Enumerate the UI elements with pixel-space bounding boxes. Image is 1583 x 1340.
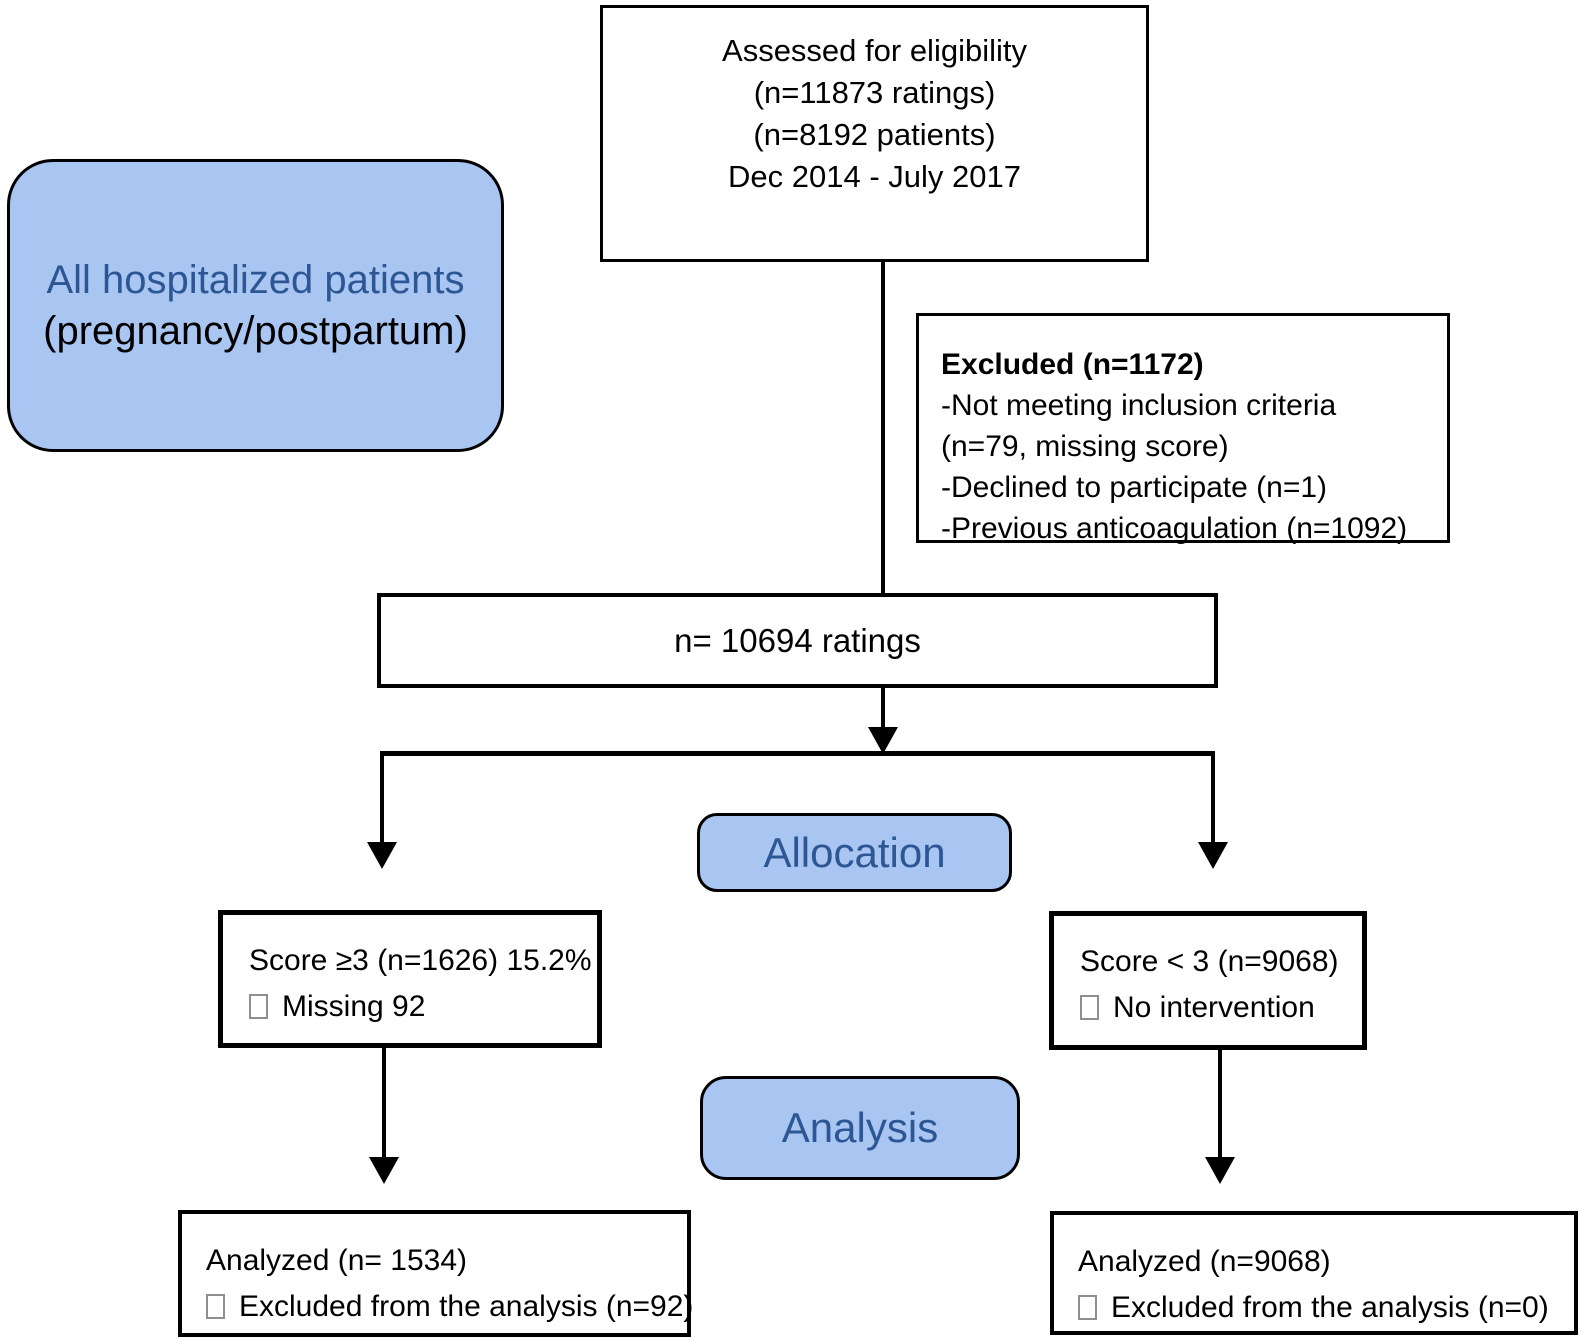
ratings-label: n= 10694 ratings [674, 621, 921, 659]
excluded-box: Excluded (n=1172) -Not meeting inclusion… [916, 313, 1450, 545]
population-title: All hospitalized patients [46, 257, 465, 302]
ratings-box: n= 10694 ratings [377, 593, 1218, 688]
analysis-text: Analysis [781, 1104, 939, 1151]
analyzed-high-line: Analyzed (n= 1534) [206, 1244, 468, 1277]
analysis-stage-label: Analysis [700, 1076, 1020, 1180]
excluded-item: -Not meeting inclusion criteria (n=79, m… [941, 389, 1337, 463]
arrowhead-branch-junction [868, 727, 898, 754]
connector-branch-left-drop [380, 751, 384, 844]
assessed-line: Dec 2014 - July 2017 [728, 159, 1021, 194]
population-subtitle: (pregnancy/postpartum) [43, 308, 468, 353]
analyzed-high-box: Analyzed (n= 1534) Excluded from the ana… [178, 1210, 693, 1337]
score-high-bullet-row: Missing 92 [249, 984, 597, 1030]
assessed-line: (n=11873 ratings) [753, 75, 996, 110]
arrowhead-left-allocation [367, 842, 397, 869]
connector-branch-right-drop [1211, 751, 1215, 844]
connector-branch-horizontal [380, 751, 1215, 756]
assessed-eligibility-box: Assessed for eligibility (n=11873 rating… [600, 5, 1149, 262]
arrowhead-right-analysis [1205, 1157, 1235, 1184]
score-low-bullet-row: No intervention [1080, 985, 1362, 1031]
analyzed-low-bullet-row: Excluded from the analysis (n=0) [1078, 1285, 1574, 1331]
population-box: All hospitalized patients (pregnancy/pos… [7, 159, 504, 452]
allocation-stage-label: Allocation [697, 813, 1012, 892]
arrowhead-left-analysis [369, 1157, 399, 1184]
assessed-line: (n=8192 patients) [753, 117, 996, 152]
score-high-box: Score ≥3 (n=1626) 15.2% Missing 92 [218, 910, 602, 1048]
score-low-line: Score < 3 (n=9068) [1080, 945, 1339, 978]
connector-ratings-to-branch [881, 688, 885, 730]
excluded-item: -Previous anticoagulation (n=1092) [941, 512, 1408, 545]
connector-score-high-to-analyzed [382, 1048, 386, 1160]
analyzed-high-bullet-text: Excluded from the analysis (n=92) [239, 1290, 694, 1323]
excluded-header: Excluded (n=1172) [941, 348, 1204, 381]
allocation-text: Allocation [763, 828, 946, 876]
analyzed-low-line: Analyzed (n=9068) [1078, 1245, 1331, 1278]
excluded-item: -Declined to participate (n=1) [941, 471, 1328, 504]
connector-score-low-to-analyzed [1218, 1050, 1222, 1160]
connector-assessed-to-ratings [881, 262, 885, 593]
assessed-line: Assessed for eligibility [722, 33, 1027, 68]
analyzed-high-bullet-row: Excluded from the analysis (n=92) [206, 1284, 693, 1330]
analyzed-low-box: Analyzed (n=9068) Excluded from the anal… [1050, 1211, 1578, 1335]
score-high-bullet-text: Missing 92 [282, 990, 426, 1023]
score-low-bullet-text: No intervention [1113, 991, 1315, 1024]
score-low-box: Score < 3 (n=9068) No intervention [1049, 911, 1367, 1050]
empty-square-icon [1080, 995, 1099, 1020]
analyzed-low-bullet-text: Excluded from the analysis (n=0) [1111, 1291, 1549, 1324]
empty-square-icon [206, 1294, 225, 1319]
empty-square-icon [249, 994, 268, 1019]
empty-square-icon [1078, 1295, 1097, 1320]
score-high-line: Score ≥3 (n=1626) 15.2% [249, 944, 592, 977]
arrowhead-right-allocation [1198, 842, 1228, 869]
